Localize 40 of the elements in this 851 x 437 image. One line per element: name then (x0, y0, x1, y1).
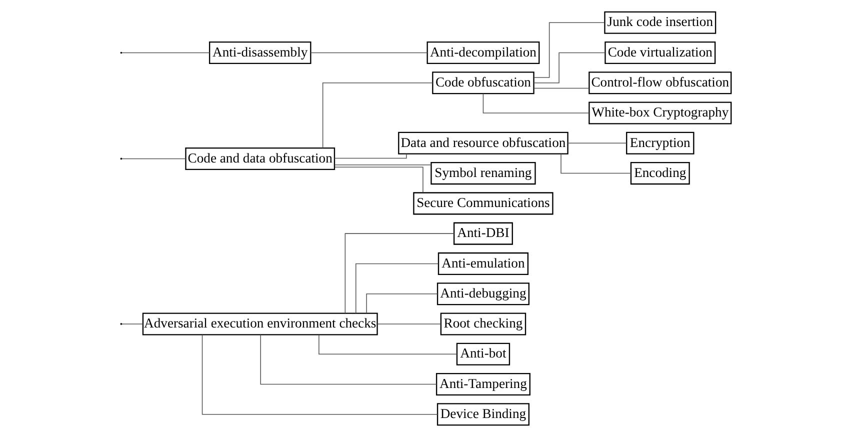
connector (533, 22, 604, 78)
connector (120, 52, 210, 54)
connector (201, 334, 438, 415)
connector (566, 142, 626, 144)
node-box: Junk code insertion (604, 11, 716, 34)
connector (533, 88, 589, 89)
node-box: Adversarial execution environment checks (142, 312, 378, 336)
connector (344, 233, 454, 314)
node-box: Anti-Tampering (435, 372, 530, 396)
node-box: Symbol renaming (430, 162, 536, 185)
node-box: Anti-debugging (436, 282, 529, 306)
node-box: Encoding (630, 162, 690, 185)
connector (322, 82, 432, 148)
node-box: Secure Communications (412, 192, 553, 215)
node-box: Code virtualization (604, 41, 716, 64)
connector (334, 164, 431, 166)
node-box: Anti-emulation (437, 252, 528, 275)
connector (354, 263, 438, 314)
node-box: Control-flow obfuscation (588, 72, 732, 94)
node-box: White-box Cryptography (588, 102, 732, 124)
node-box: Device Binding (436, 403, 529, 426)
connector (366, 293, 438, 314)
connector (532, 52, 606, 84)
node-box: Root checking (440, 312, 526, 336)
node-box: Anti-decompilation (426, 41, 540, 64)
node-box: Anti-DBI (452, 222, 512, 245)
connector (260, 334, 436, 385)
node-box: Data and resource obfuscation (398, 132, 568, 154)
connector (334, 154, 406, 159)
connector (334, 166, 423, 193)
connector (482, 93, 589, 114)
node-box: Encryption (626, 132, 694, 154)
connector (318, 334, 457, 354)
node-box: Code and data obfuscation (184, 147, 335, 170)
node-box: Anti-bot (456, 342, 510, 366)
node-box: Code obfuscation (432, 72, 534, 94)
connector (560, 154, 631, 174)
connector (120, 158, 186, 160)
node-box: Anti-disassembly (208, 41, 311, 64)
connector (310, 52, 428, 54)
